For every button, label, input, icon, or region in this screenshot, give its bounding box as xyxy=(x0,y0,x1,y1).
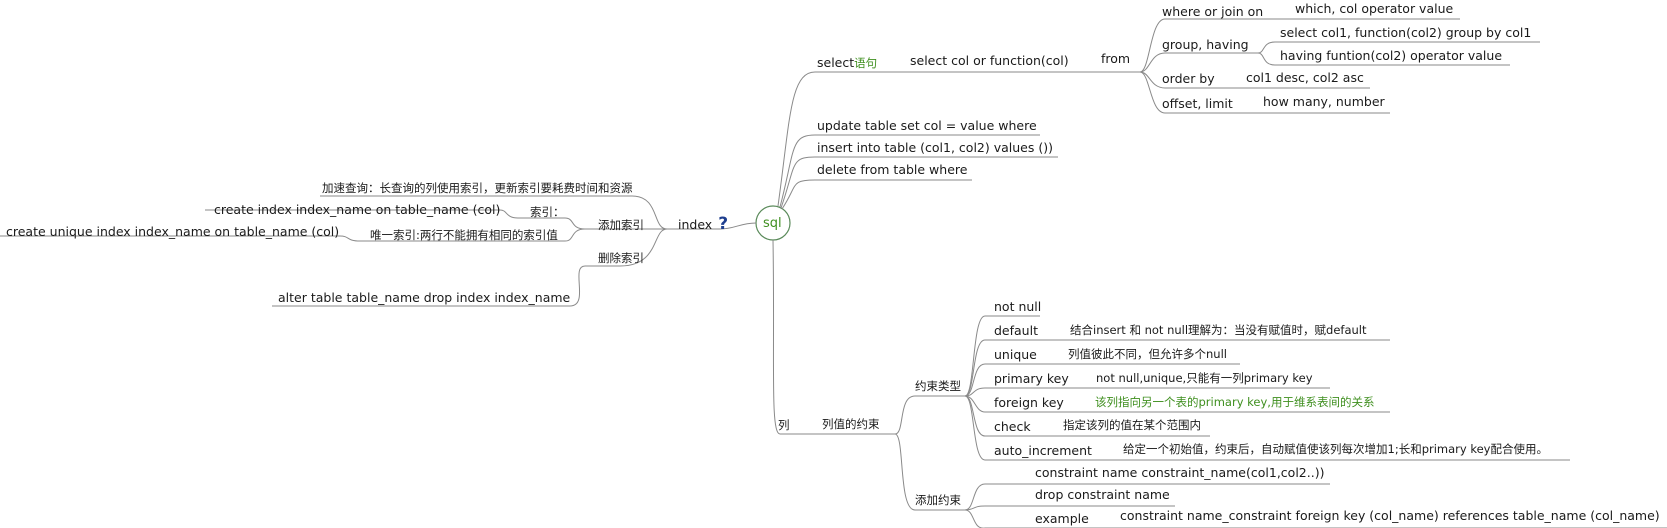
node-primary-key[interactable]: primary key xyxy=(994,371,1069,386)
node-auto-increment[interactable]: auto_increment xyxy=(994,443,1092,458)
node-drop-constraint[interactable]: drop constraint name xyxy=(1035,487,1170,502)
node-unique[interactable]: unique xyxy=(994,347,1037,362)
node-foreign-key[interactable]: foreign key xyxy=(994,395,1064,410)
node-group-v1[interactable]: select col1, function(col2) group by col… xyxy=(1280,25,1532,40)
node-index-plain[interactable]: 索引： xyxy=(530,205,565,219)
node-update[interactable]: update table set col = value where xyxy=(817,118,1037,133)
node-drop-index-sql[interactable]: alter table table_name drop index index_… xyxy=(278,290,571,305)
node-add-constraint[interactable]: 添加约束 xyxy=(915,493,961,507)
node-default[interactable]: default xyxy=(994,323,1038,338)
node-insert[interactable]: insert into table (col1, col2) values ()… xyxy=(817,140,1053,155)
node-example-sql[interactable]: constraint name_constraint foreign key (… xyxy=(1120,508,1660,523)
node-auto-increment-desc[interactable]: 给定一个初始值，约束后，自动赋值使该列每次增加1;长和primary key配合… xyxy=(1123,442,1548,456)
node-add-index[interactable]: 添加索引 xyxy=(598,218,644,232)
node-create-unique-index-sql[interactable]: create unique index index_name on table_… xyxy=(6,224,340,239)
node-index-label: index xyxy=(678,217,713,232)
node-where-value[interactable]: which, col operator value xyxy=(1295,1,1454,16)
node-where[interactable]: where or join on xyxy=(1162,4,1264,19)
node-unique-index[interactable]: 唯一索引:两行不能拥有相同的索引值 xyxy=(370,228,558,242)
node-create-index-sql[interactable]: create index index_name on table_name (c… xyxy=(214,202,501,217)
node-drop-index[interactable]: 删除索引 xyxy=(598,251,644,265)
node-constraint-name[interactable]: constraint name constraint_name(col1,col… xyxy=(1035,465,1325,480)
node-from[interactable]: from xyxy=(1101,51,1131,66)
node-constraint-types[interactable]: 约束类型 xyxy=(915,379,961,393)
node-select[interactable]: select语句 xyxy=(817,55,877,71)
node-group-v2[interactable]: having funtion(col2) operator value xyxy=(1280,48,1503,63)
node-column[interactable]: 列 xyxy=(778,418,790,432)
node-index-accelerate[interactable]: 加速查询：长查询的列使用索引，更新索引要耗费时间和资源 xyxy=(322,181,633,195)
node-default-desc[interactable]: 结合insert 和 not null理解为：当没有赋值时，赋default xyxy=(1070,323,1367,337)
node-example[interactable]: example xyxy=(1035,511,1089,526)
question-icon: ? xyxy=(718,214,729,234)
node-group[interactable]: group, having xyxy=(1162,37,1249,52)
node-column-constraint[interactable]: 列值的约束 xyxy=(822,417,880,431)
node-check[interactable]: check xyxy=(994,419,1031,434)
node-foreign-key-desc[interactable]: 该列指向另一个表的primary key,用于维系表间的关系 xyxy=(1095,395,1375,409)
node-offset-value[interactable]: how many, number xyxy=(1263,94,1385,109)
node-order[interactable]: order by xyxy=(1162,71,1215,86)
node-delete[interactable]: delete from table where xyxy=(817,162,968,177)
node-select-en: select xyxy=(817,55,855,70)
node-check-desc[interactable]: 指定该列的值在某个范围内 xyxy=(1063,418,1201,432)
node-not-null[interactable]: not null xyxy=(994,299,1042,314)
node-unique-desc[interactable]: 列值彼此不同，但允许多个null xyxy=(1068,347,1227,361)
node-offset[interactable]: offset, limit xyxy=(1162,96,1233,111)
root-node[interactable]: sql xyxy=(763,216,782,231)
node-select-stmt[interactable]: select col or function(col) xyxy=(910,53,1069,68)
node-select-cn: 语句 xyxy=(854,56,878,70)
node-index[interactable]: index ? xyxy=(678,216,728,233)
node-order-value[interactable]: col1 desc, col2 asc xyxy=(1246,70,1364,85)
node-primary-key-desc[interactable]: not null,unique,只能有一列primary key xyxy=(1096,371,1313,385)
